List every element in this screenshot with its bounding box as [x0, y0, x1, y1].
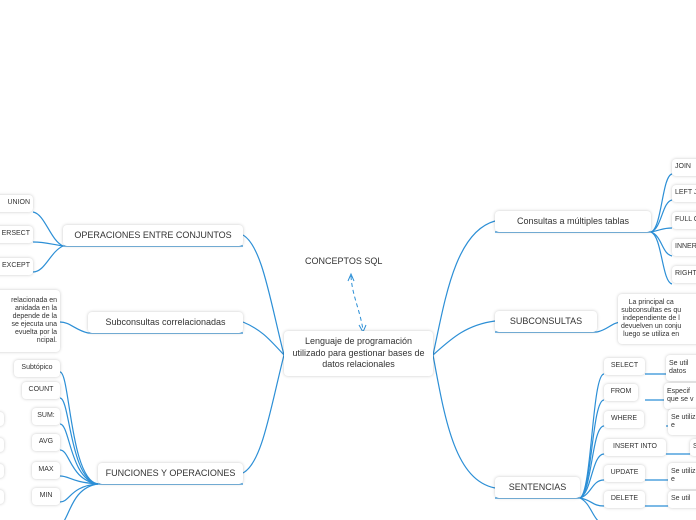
st-desc-where: Se utiliz e [668, 409, 696, 435]
link-st-4 [579, 479, 605, 499]
op-item-except[interactable]: EXCEPT [0, 258, 33, 275]
link-center-operaciones [242, 234, 285, 356]
link-cq-0 [650, 173, 673, 233]
link-fn-3 [59, 449, 99, 485]
fn-item-min[interactable]: MIN [32, 488, 60, 505]
subcorr-description: relacionada en anidada en la depende de … [0, 290, 60, 352]
link-center-funciones [242, 354, 285, 474]
link-fn-5 [59, 483, 99, 503]
branch-subconsultas-correlacionadas[interactable]: Subconsultas correlacionadas [88, 312, 243, 333]
branch-subconsultas[interactable]: SUBCONSULTAS [495, 311, 597, 332]
branch-sentencias[interactable]: SENTENCIAS [495, 477, 580, 498]
link-op-intersect [32, 241, 64, 247]
cq-item-right[interactable]: RIGHT [672, 266, 696, 283]
link-op-union [32, 211, 64, 247]
fn-item-subtopico[interactable]: Subtópico [14, 360, 60, 377]
st-item-update[interactable]: UPDATE [604, 465, 645, 482]
st-item-delete[interactable]: DELETE [604, 491, 645, 508]
st-item-where[interactable]: WHERE [604, 411, 644, 428]
op-item-union[interactable]: UNION [0, 195, 33, 212]
st-desc-delete: Se util [668, 491, 696, 508]
link-center-subcorr [242, 321, 285, 356]
link-fn-2 [59, 423, 99, 485]
fn-stub-2 [0, 464, 4, 478]
link-center-subconsultas [432, 320, 496, 356]
st-item-from[interactable]: FROM [604, 384, 638, 401]
link-st-5 [579, 497, 605, 507]
op-item-intersect[interactable]: ERSECT [0, 226, 33, 243]
fn-stub-0 [0, 412, 4, 426]
st-item-insert-into[interactable]: INSERT INTO [604, 439, 666, 456]
subconsultas-description: La principal ca subconsultas es qu indep… [618, 294, 696, 344]
fn-item-avg[interactable]: AVG [32, 434, 60, 451]
st-item-select[interactable]: SELECT [604, 358, 645, 375]
link-fn-4 [59, 475, 99, 485]
st-desc-insert: S [690, 439, 696, 456]
link-st-0 [579, 373, 605, 499]
link-fn-1 [59, 397, 99, 485]
link-cq-1 [650, 199, 673, 233]
link-op-except [32, 245, 64, 273]
fn-stub-1 [0, 438, 4, 452]
cq-item-full-outer[interactable]: FULL O [672, 212, 696, 229]
link-fn-0 [59, 371, 99, 485]
title-relationship-link [350, 275, 364, 331]
cq-item-inner[interactable]: INNER [672, 239, 696, 256]
central-topic[interactable]: Lenguaje de programación utilizado para … [284, 331, 433, 376]
link-cq-2 [650, 227, 673, 233]
fn-stub-3 [0, 490, 4, 504]
cq-item-join[interactable]: JOIN [672, 159, 696, 176]
branch-operaciones[interactable]: OPERACIONES ENTRE CONJUNTOS [63, 225, 243, 246]
link-subcorr-text [59, 321, 89, 334]
link-st-1 [579, 399, 605, 499]
fn-item-max[interactable]: MAX [32, 462, 60, 479]
link-st-3 [579, 453, 605, 499]
fn-item-count[interactable]: COUNT [22, 382, 60, 399]
st-desc-from: Especif que se v [664, 383, 696, 409]
title-relationship-arrow-start [347, 272, 355, 282]
map-title: CONCEPTOS SQL [305, 256, 383, 266]
link-fn-6 [63, 483, 99, 520]
branch-funciones[interactable]: FUNCIONES Y OPERACIONES [98, 463, 243, 484]
link-center-consultas [432, 220, 496, 356]
link-cq-4 [650, 231, 673, 285]
link-st-6 [579, 497, 599, 520]
link-center-sentencias [432, 354, 496, 489]
cq-item-left-join[interactable]: LEFT J [672, 185, 696, 202]
fn-item-sum[interactable]: SUM: [32, 408, 60, 425]
st-desc-select: Se util datos [666, 355, 696, 381]
st-desc-update: Se utiliz e [668, 463, 696, 489]
branch-consultas-multiples[interactable]: Consultas a múltiples tablas [495, 211, 651, 232]
